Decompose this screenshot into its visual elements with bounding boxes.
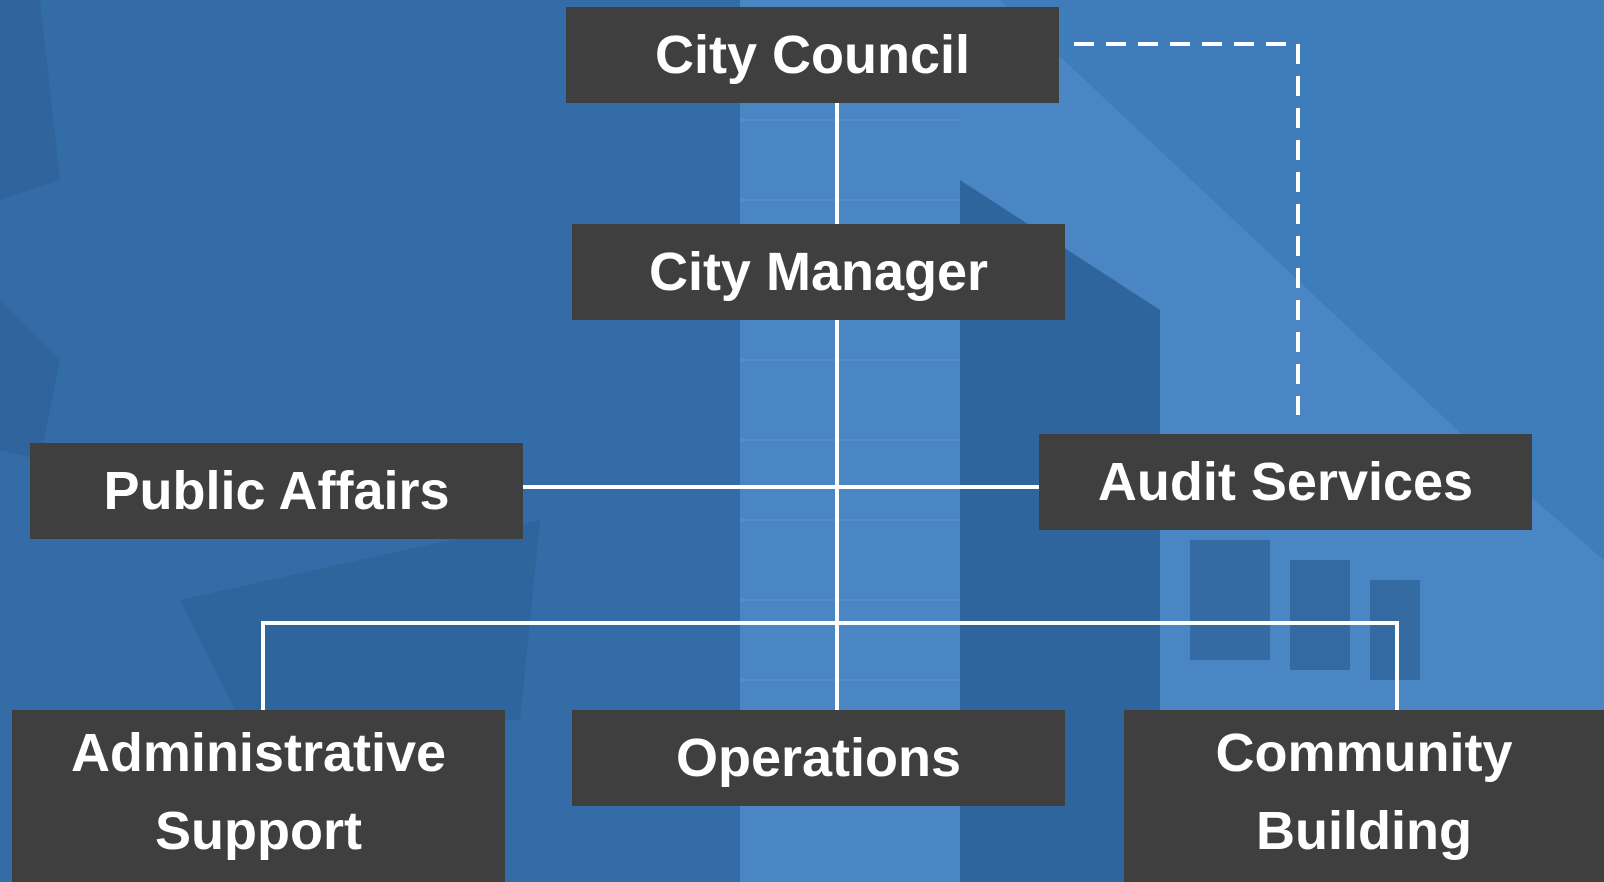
administrative-support-box[interactable]: Administrative Support	[12, 710, 505, 882]
connector-dashed-council-audit	[1074, 42, 1300, 415]
audit-services-box[interactable]: Audit Services	[1039, 434, 1532, 530]
city-council-box[interactable]: City Council	[566, 7, 1059, 103]
administrative-support-label-line1: Administrative	[70, 723, 447, 783]
operations-label: Operations	[675, 728, 962, 788]
audit-services-label: Audit Services	[1097, 452, 1474, 512]
community-building-label-line1: Community	[1215, 723, 1513, 783]
community-building-box[interactable]: Community Building	[1124, 710, 1604, 882]
community-building-label-line2: Building	[1256, 801, 1472, 861]
operations-box[interactable]: Operations	[572, 710, 1065, 806]
city-council-label: City Council	[654, 25, 970, 85]
public-affairs-label: Public Affairs	[103, 461, 450, 521]
connector-bottom-branch	[261, 621, 1399, 710]
public-affairs-box[interactable]: Public Affairs	[30, 443, 523, 539]
administrative-support-label-line2: Support	[155, 801, 362, 861]
city-manager-label: City Manager	[648, 242, 989, 302]
city-manager-box[interactable]: City Manager	[572, 224, 1065, 320]
